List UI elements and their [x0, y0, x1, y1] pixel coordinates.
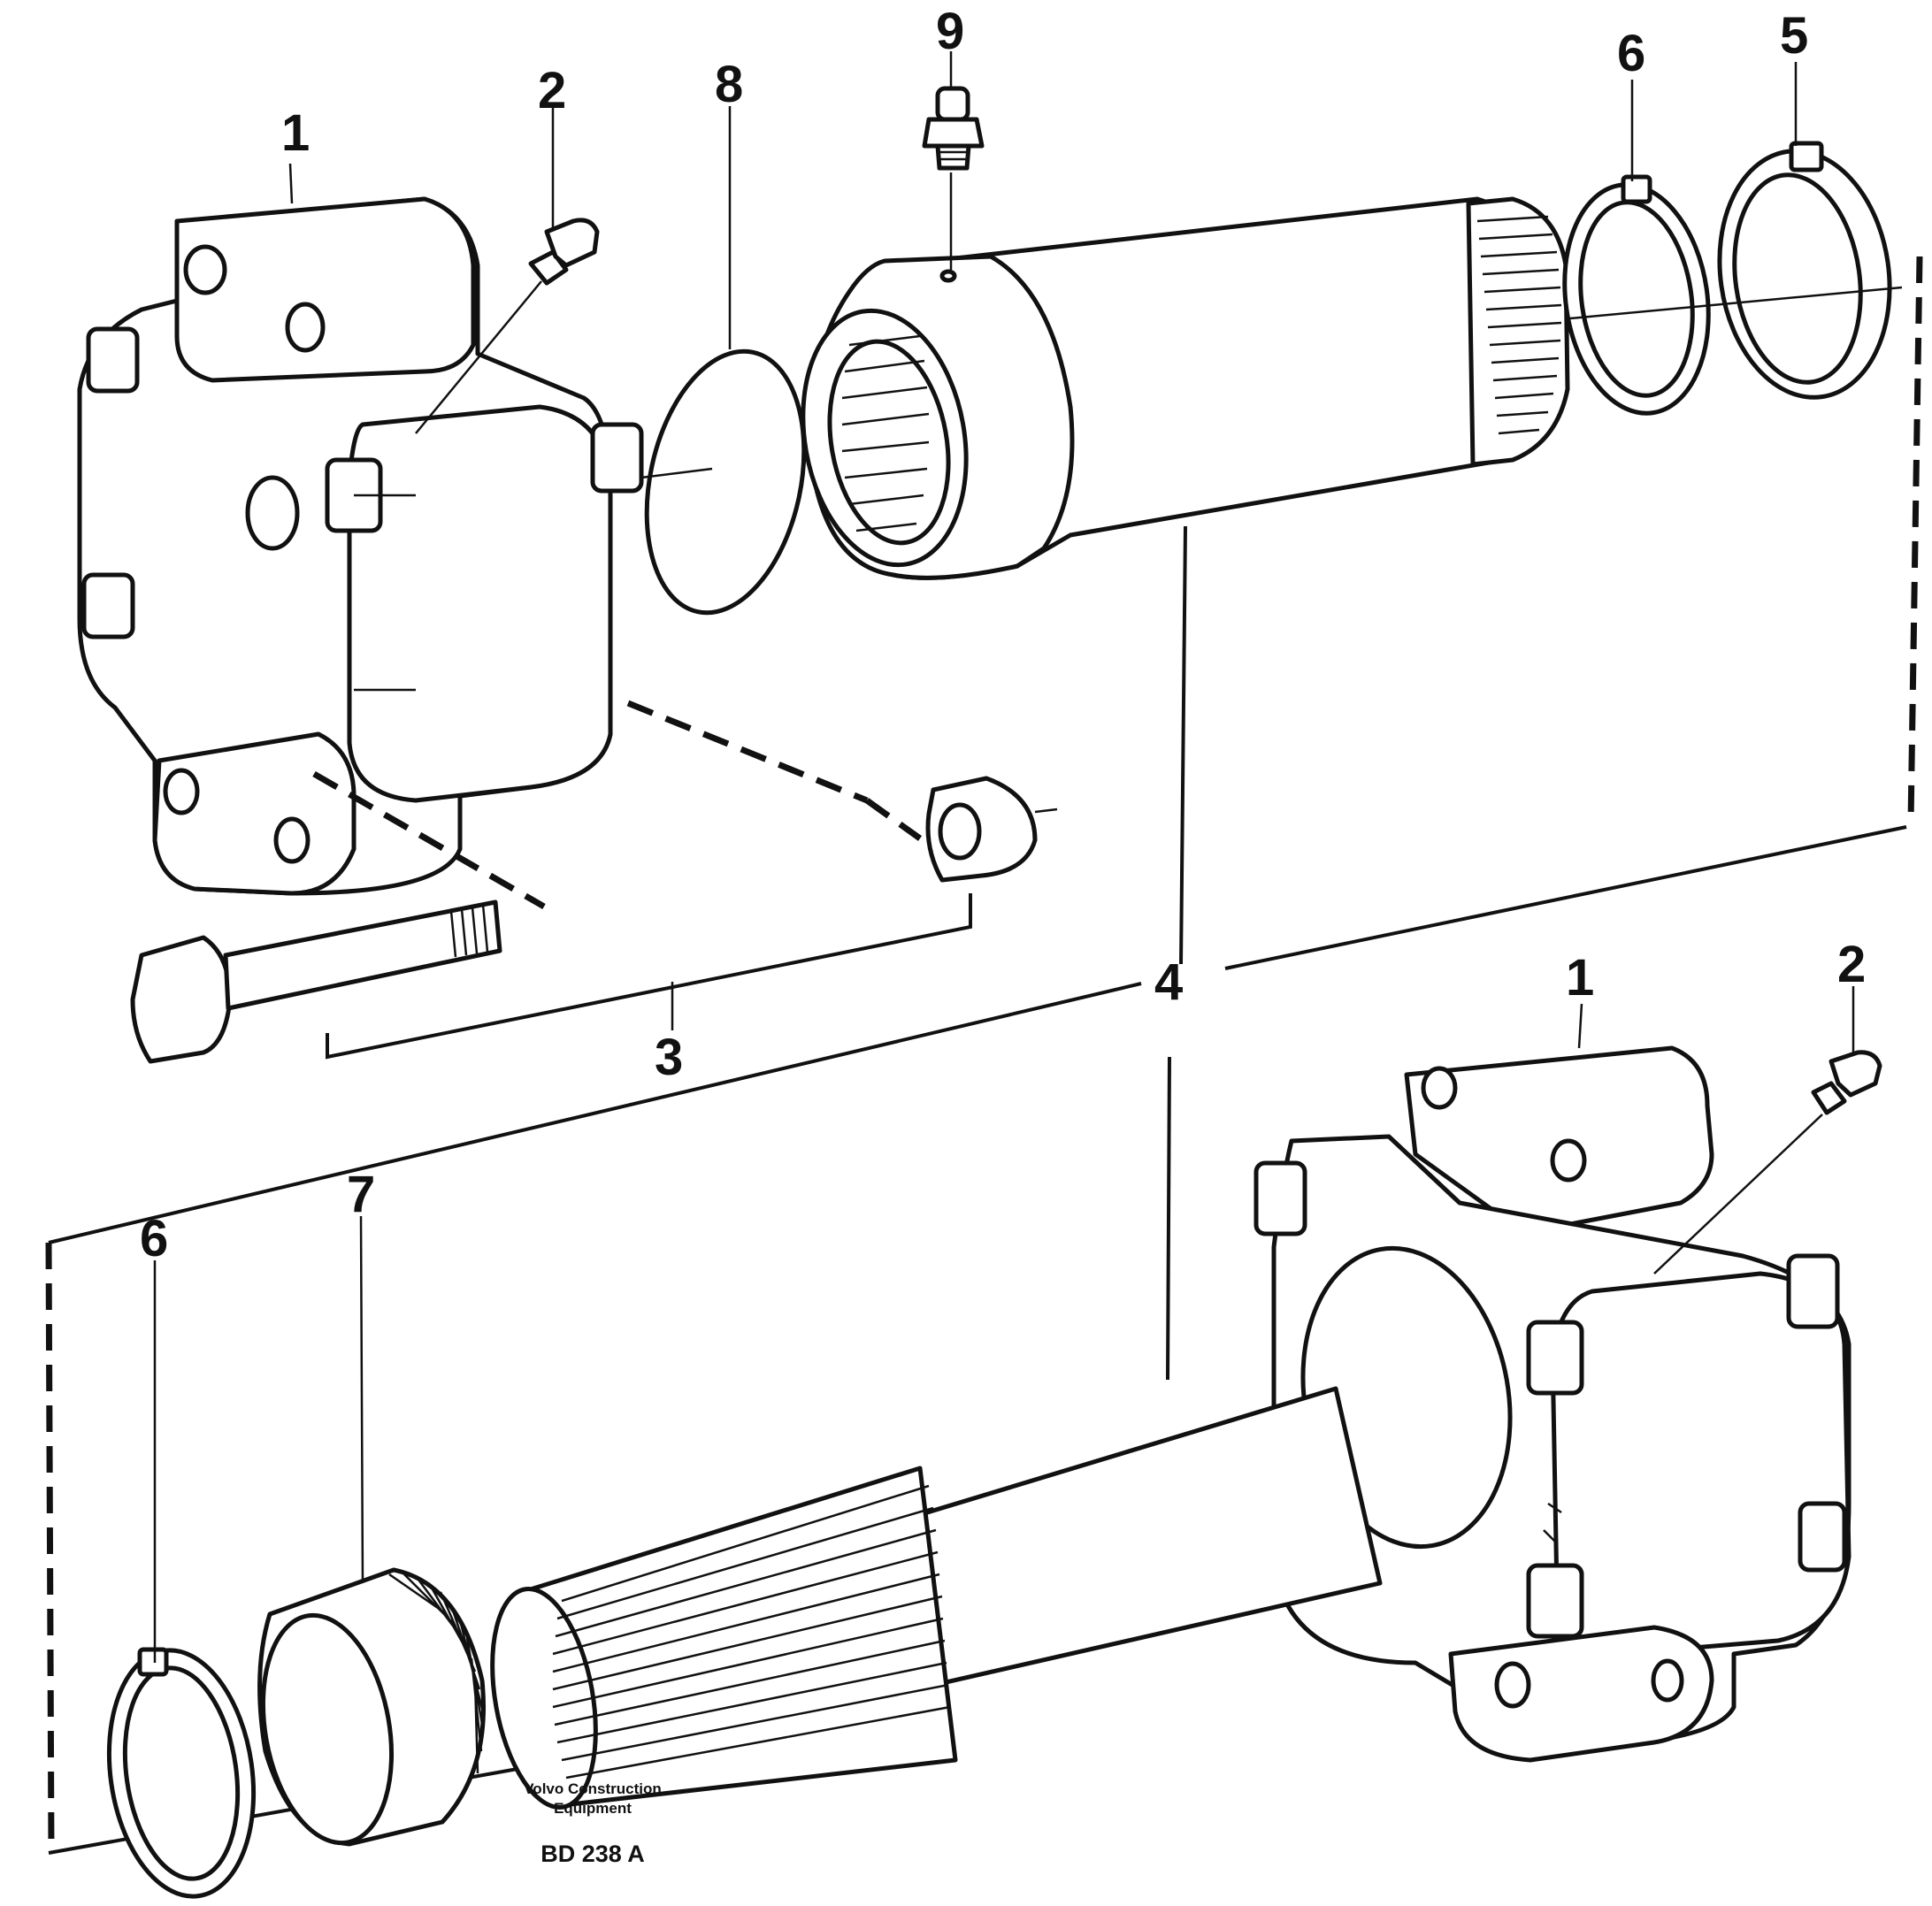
grease-nipple-top	[415, 218, 600, 434]
universal-joint-yoke-bottom	[1254, 1045, 1852, 1763]
caption-company-line1: Volvo Construction	[524, 1780, 662, 1797]
callout-8: 8	[715, 56, 743, 113]
cover-disc	[640, 348, 807, 616]
caption-code: BD 238 A	[540, 1841, 645, 1867]
snap-ring-top	[1562, 174, 1711, 416]
grease-nipple-9	[922, 86, 985, 171]
callout-6-top: 6	[1617, 25, 1645, 82]
snap-ring-bottom	[106, 1647, 257, 1899]
threaded-ring-top	[1717, 141, 1892, 400]
threaded-nut-7	[257, 1567, 487, 1847]
bolt-and-nut	[130, 776, 1058, 1064]
callout-3: 3	[655, 1029, 683, 1086]
assembly-dash-lines	[45, 256, 1923, 1854]
grease-nipple-bottom	[1653, 1050, 1882, 1274]
slip-sleeve	[801, 172, 1570, 580]
callout-2-top: 2	[538, 62, 566, 119]
callout-1-top: 1	[281, 104, 310, 162]
callout-2-bottom: 2	[1837, 936, 1866, 993]
caption-company-line2: Equipment	[554, 1800, 632, 1817]
spline-shaft	[490, 1386, 1383, 1810]
callout-leaders	[153, 51, 1855, 1663]
callout-9: 9	[936, 3, 964, 60]
callout-5: 5	[1780, 7, 1808, 65]
universal-joint-yoke-top	[77, 196, 644, 896]
callout-1-bottom: 1	[1566, 949, 1594, 1007]
callout-7: 7	[347, 1166, 375, 1223]
callout-4: 4	[1154, 953, 1183, 1011]
callout-6-bottom: 6	[140, 1210, 168, 1267]
